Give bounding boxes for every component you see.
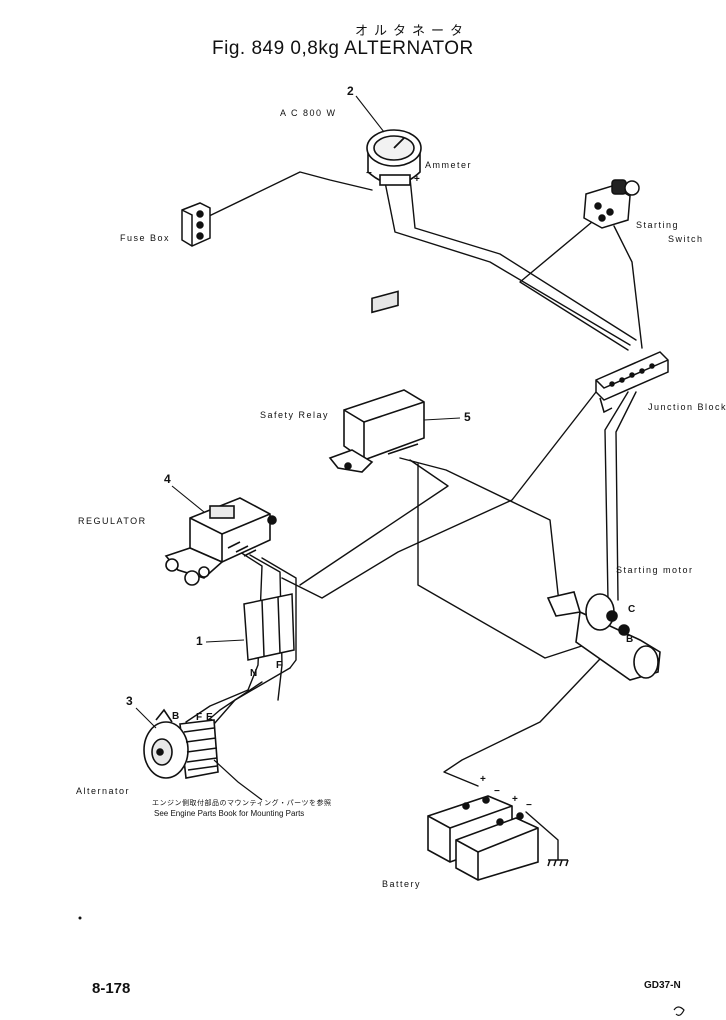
label-starting-motor: Starting motor <box>616 565 694 575</box>
wire-harness-alternator-c <box>213 667 291 725</box>
wire-ammeter-bundle-a <box>384 181 631 346</box>
starting-switch <box>583 179 640 229</box>
part-number-3: 3 <box>126 694 133 708</box>
junction-block <box>595 351 669 414</box>
label-starting-switch-line1: Starting <box>636 220 680 230</box>
label-alternator: Alternator <box>76 786 131 796</box>
page-number: 8-178 <box>92 980 131 997</box>
wire-ammeter-bundle-b <box>409 177 637 341</box>
terminal-battery-plus-1: + <box>480 774 486 785</box>
terminal-ammeter-minus: − <box>366 168 372 179</box>
wire-motor-battery <box>443 639 619 787</box>
terminal-alt-b: B <box>172 711 180 722</box>
wire-harness-alternator <box>185 689 249 723</box>
corner-mark <box>673 1006 685 1016</box>
label-junction-block: Junction Block <box>648 402 726 412</box>
starting-motor-unit <box>546 591 661 681</box>
label-ammeter: Ammeter <box>425 160 473 170</box>
terminal-harness-n: N <box>250 668 258 679</box>
part-number-5: 5 <box>464 410 471 424</box>
leader-1 <box>205 639 245 643</box>
wire-relay-regulator <box>299 459 449 586</box>
battery-pack <box>427 795 539 881</box>
wire-switch-junction-a <box>519 221 629 351</box>
terminal-alt-e: E <box>206 712 213 723</box>
leader-3 <box>135 707 157 729</box>
terminal-motor-b: B <box>626 634 634 645</box>
wire-battery-ground <box>525 811 559 861</box>
part-number-1: 1 <box>196 634 203 648</box>
note-mounting-english: See Engine Parts Book for Mounting Parts <box>154 809 305 818</box>
label-regulator: REGULATOR <box>78 516 147 526</box>
label-starting-switch-line2: Switch <box>668 234 704 244</box>
terminal-alt-f: F <box>196 712 203 723</box>
fuse-box <box>181 202 211 247</box>
terminal-battery-plus-2: + <box>512 794 518 805</box>
mounting-leader <box>213 759 263 801</box>
wiring-harness <box>243 593 295 661</box>
ground-icon <box>547 859 569 867</box>
wire-relay-down <box>417 463 601 659</box>
safety-relay <box>328 290 425 473</box>
model-code: GD37-N <box>644 980 681 991</box>
wire-switch-junction-b <box>613 225 643 349</box>
terminal-ammeter-plus: + <box>414 174 420 185</box>
dot-mark <box>78 916 82 920</box>
terminal-battery-minus-1: − <box>494 786 500 797</box>
wire-junction-motor-a <box>604 391 629 601</box>
title-japanese: オルタネータ <box>355 24 470 39</box>
leader-5 <box>423 417 461 421</box>
ammeter-gauge <box>366 129 422 186</box>
figure-title: Fig. 849 0,8kg ALTERNATOR <box>212 38 474 59</box>
wire-junction-regulator <box>281 391 597 599</box>
terminal-harness-f: F <box>276 660 283 671</box>
label-fuse-box: Fuse Box <box>120 233 171 243</box>
wire-junction-motor-b <box>615 391 637 601</box>
part-number-2: 2 <box>347 84 354 98</box>
terminal-motor-c: C <box>628 604 636 615</box>
wire-fusebox-ammeter <box>204 171 373 219</box>
note-mounting-japanese: エンジン側取付部品のマウンティング・パーツを参照 <box>152 799 332 807</box>
wire-relay-motor <box>399 457 561 613</box>
wire-harness-alternator-b <box>205 681 263 723</box>
alternator-unit <box>143 708 219 779</box>
regulator-unit <box>164 497 277 586</box>
leader-2 <box>355 95 385 133</box>
terminal-battery-minus-2: − <box>526 800 532 811</box>
label-ac-800w: A C 800 W <box>280 108 337 118</box>
label-safety-relay: Safety Relay <box>260 410 330 420</box>
wire-regulator-harness-c <box>261 557 297 669</box>
label-battery: Battery <box>382 879 422 889</box>
part-number-4: 4 <box>164 472 171 486</box>
leader-4 <box>171 485 205 513</box>
